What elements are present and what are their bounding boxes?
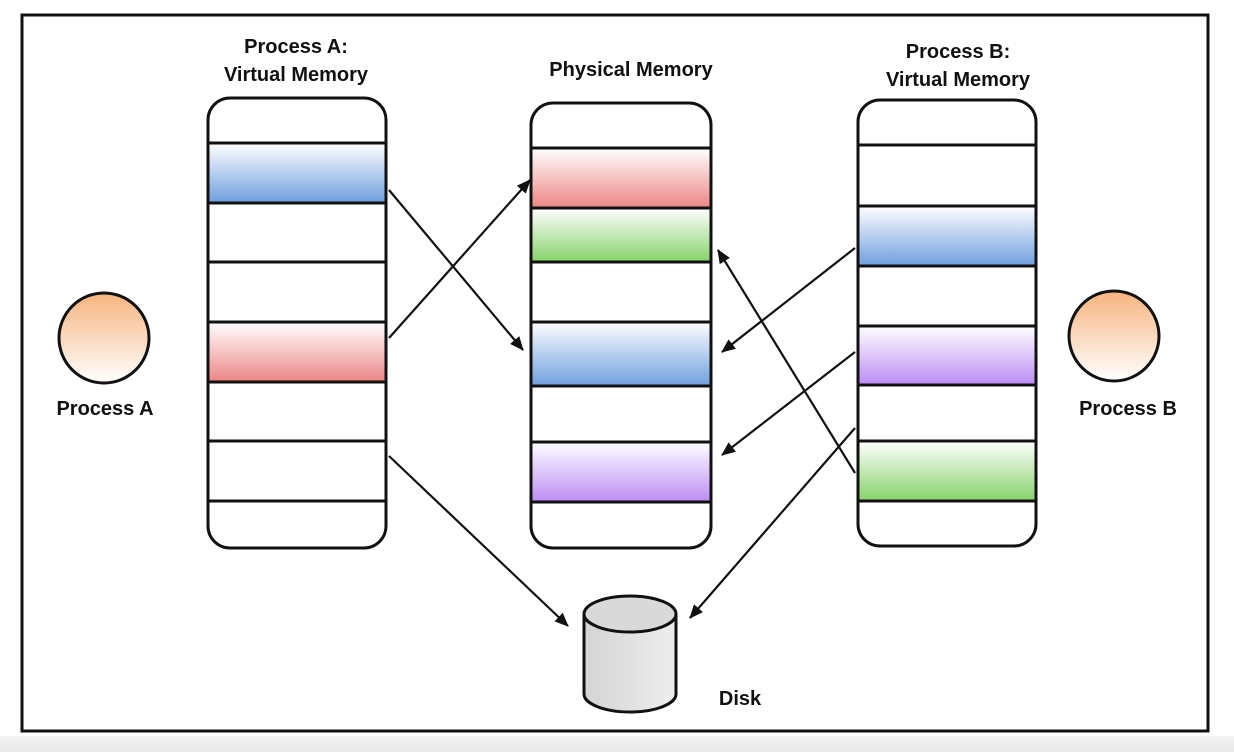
mapping-arrow-vb-6-pm-2	[717, 249, 856, 474]
va-page-1-blue	[208, 143, 386, 203]
vb-page-2-blue	[858, 206, 1036, 266]
process-a-vm-title-line2: Virtual Memory	[224, 64, 369, 86]
vb-page-4-purple	[858, 326, 1036, 385]
process-a-node	[57, 291, 151, 385]
process-a-vm-slots	[206, 96, 388, 550]
process-a-label: Process A	[56, 398, 153, 420]
mapping-arrow-vb-2-pm-5	[721, 247, 856, 353]
physical-memory-title: Physical Memory	[549, 59, 713, 81]
mapping-arrow-va-1-pm-5	[388, 189, 524, 351]
pm-outline	[529, 101, 713, 550]
disk-icon	[582, 594, 678, 714]
vb-page-6-green	[858, 441, 1036, 501]
process-b-vm-title-line1: Process B:	[906, 41, 1011, 63]
pm-page-5-blue	[531, 322, 711, 386]
process-b-node	[1067, 289, 1161, 383]
physical-memory: Physical Memory	[529, 59, 714, 550]
pm-page-1-red	[531, 148, 711, 208]
va-page-4-red	[208, 322, 386, 382]
process-b-virtual-memory: Process B: Virtual Memory	[856, 41, 1038, 548]
mapping-arrow-vb-6-disk	[689, 427, 856, 619]
pm-page-2-green	[531, 208, 711, 262]
disk-top	[582, 594, 678, 634]
process-a-vm-title-line1: Process A:	[244, 36, 348, 58]
vb-outline	[856, 98, 1038, 548]
va-outline	[206, 96, 388, 550]
process-a-virtual-memory: Process A: Virtual Memory	[206, 36, 388, 550]
disk-body	[582, 614, 678, 714]
mapping-arrow-va-4-pm-1	[388, 179, 531, 339]
pm-page-7-purple	[531, 442, 711, 502]
process-b-vm-slots	[856, 98, 1038, 548]
process-b-vm-title-line2: Virtual Memory	[886, 69, 1031, 91]
bottom-edge-strip	[0, 736, 1234, 752]
physical-memory-slots	[529, 101, 713, 550]
mapping-arrow-va-6-disk	[388, 455, 569, 627]
process-b-label: Process B	[1079, 398, 1177, 420]
mapping-arrow-vb-4-pm-7	[721, 351, 856, 456]
disk-label: Disk	[719, 688, 762, 710]
mapping-arrows	[388, 179, 856, 627]
